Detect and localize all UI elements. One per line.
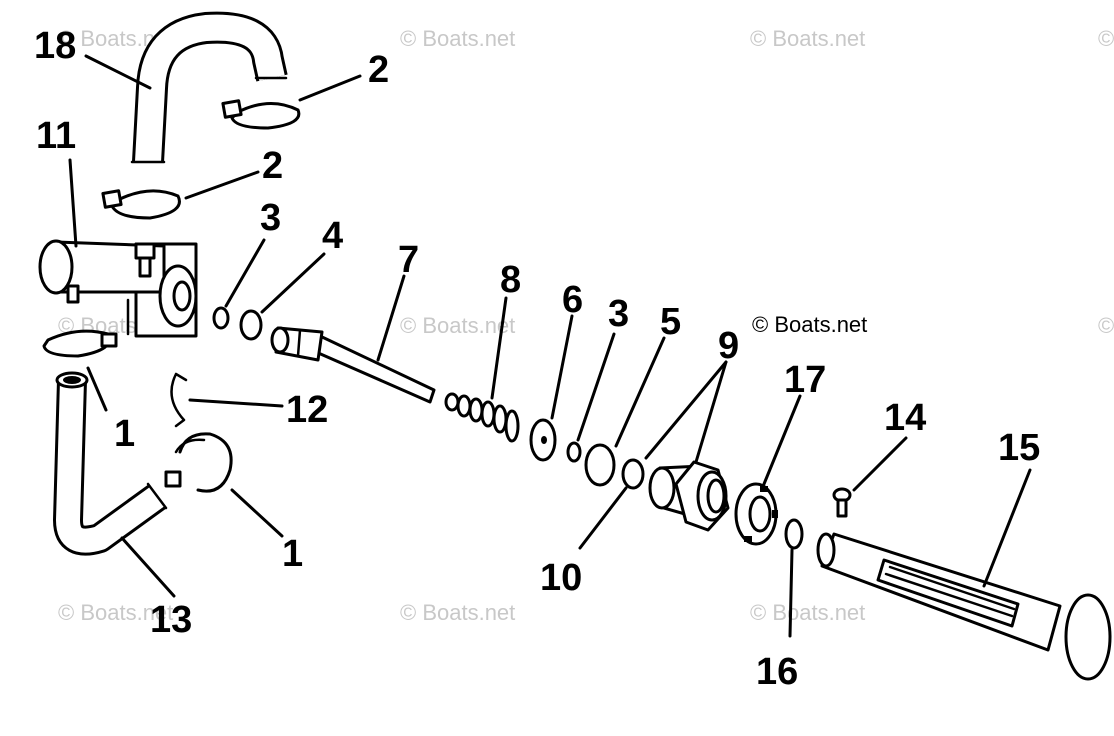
hose-upper — [130, 11, 288, 164]
callout-4: 4 — [322, 215, 343, 257]
copyright-notice: © Boats.net — [752, 312, 867, 337]
callout-15: 15 — [998, 427, 1040, 469]
hose-clamp-upper — [221, 99, 301, 130]
callout-3: 3 — [260, 197, 281, 239]
callout-11: 11 — [36, 115, 76, 157]
callout-12: 12 — [286, 389, 328, 431]
callout-7: 7 — [398, 239, 419, 281]
spring — [444, 392, 520, 443]
watermark: © Boats.net — [58, 600, 173, 625]
hose-lower — [53, 371, 168, 556]
watermark: © Boats.net — [400, 600, 515, 625]
washer — [529, 418, 557, 462]
callout-8: 8 — [500, 259, 521, 301]
leader-lines — [68, 54, 1032, 638]
callout-13: 13 — [150, 599, 192, 641]
callout-14: 14 — [884, 397, 926, 439]
valve-fitting — [648, 460, 730, 532]
callout-numbers: 18 2 11 2 3 4 7 8 6 3 5 9 17 14 15 12 1 … — [34, 25, 1040, 693]
callout-6: 6 — [562, 279, 583, 321]
watermark: © Boats.net — [1098, 313, 1114, 338]
callout-2: 2 — [262, 145, 283, 187]
valve-shaft — [270, 326, 436, 404]
callout-16: 16 — [756, 651, 798, 693]
o-ring — [621, 458, 645, 490]
o-ring-small — [784, 518, 804, 550]
hose-clamp-middle — [101, 189, 181, 220]
watermark: © Boats.net — [750, 600, 865, 625]
watermark: © Boats.net — [1098, 26, 1114, 51]
valve-body — [38, 239, 198, 338]
callout-10: 10 — [540, 557, 582, 599]
callout-2: 2 — [368, 49, 389, 91]
callout-18: 18 — [34, 25, 76, 67]
o-ring-large — [584, 443, 616, 487]
callout-9: 9 — [718, 325, 739, 367]
hose-clamp-lower — [42, 329, 118, 358]
callout-1: 1 — [114, 413, 135, 455]
valve-handle — [816, 532, 1112, 681]
o-ring-small — [566, 441, 582, 463]
watermark: © Boats.net — [400, 26, 515, 51]
watermark: © Boats.net — [750, 26, 865, 51]
watermark: © Boats.net — [400, 313, 515, 338]
o-ring — [239, 309, 263, 341]
o-ring-small — [212, 306, 230, 330]
retaining-nut — [734, 482, 778, 546]
callout-5: 5 — [660, 301, 681, 343]
screw — [832, 487, 852, 518]
callout-1: 1 — [282, 533, 303, 575]
retaining-ring — [170, 372, 188, 428]
hose-clamp-side — [164, 432, 233, 493]
callout-3: 3 — [608, 293, 629, 335]
callout-17: 17 — [784, 359, 826, 401]
